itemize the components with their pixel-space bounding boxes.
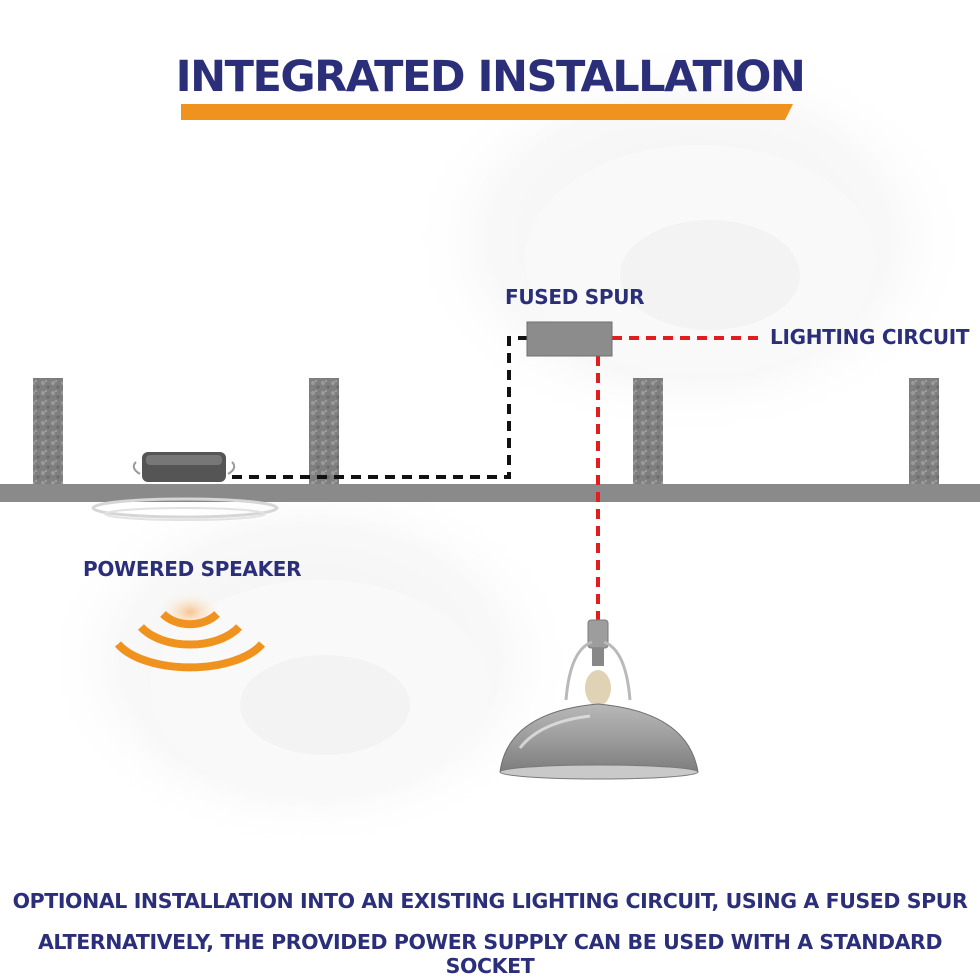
lighting-circuit-label: LIGHTING CIRCUIT — [770, 325, 970, 349]
powered-speaker-label: POWERED SPEAKER — [83, 557, 302, 581]
joist — [633, 378, 663, 484]
joist — [33, 378, 63, 484]
speaker-icon — [91, 452, 279, 521]
fused-spur-label: FUSED SPUR — [505, 285, 645, 309]
pendant-lamp-icon — [499, 619, 699, 780]
sound-waves-icon — [114, 590, 266, 672]
title-underline — [181, 104, 793, 120]
ceiling-joists — [33, 378, 939, 484]
ceiling-board — [0, 484, 980, 502]
footer-line-2: ALTERNATIVELY, THE PROVIDED POWER SUPPLY… — [37, 930, 943, 978]
fused-spur-box — [526, 321, 613, 357]
joist — [909, 378, 939, 484]
joist — [309, 378, 339, 484]
background-speaker-watermark-bottom — [40, 470, 580, 850]
page-title: INTEGRATED INSTALLATION — [175, 52, 806, 102]
speaker-wire — [232, 336, 527, 479]
footer-line-1: OPTIONAL INSTALLATION INTO AN EXISTING L… — [12, 889, 968, 913]
